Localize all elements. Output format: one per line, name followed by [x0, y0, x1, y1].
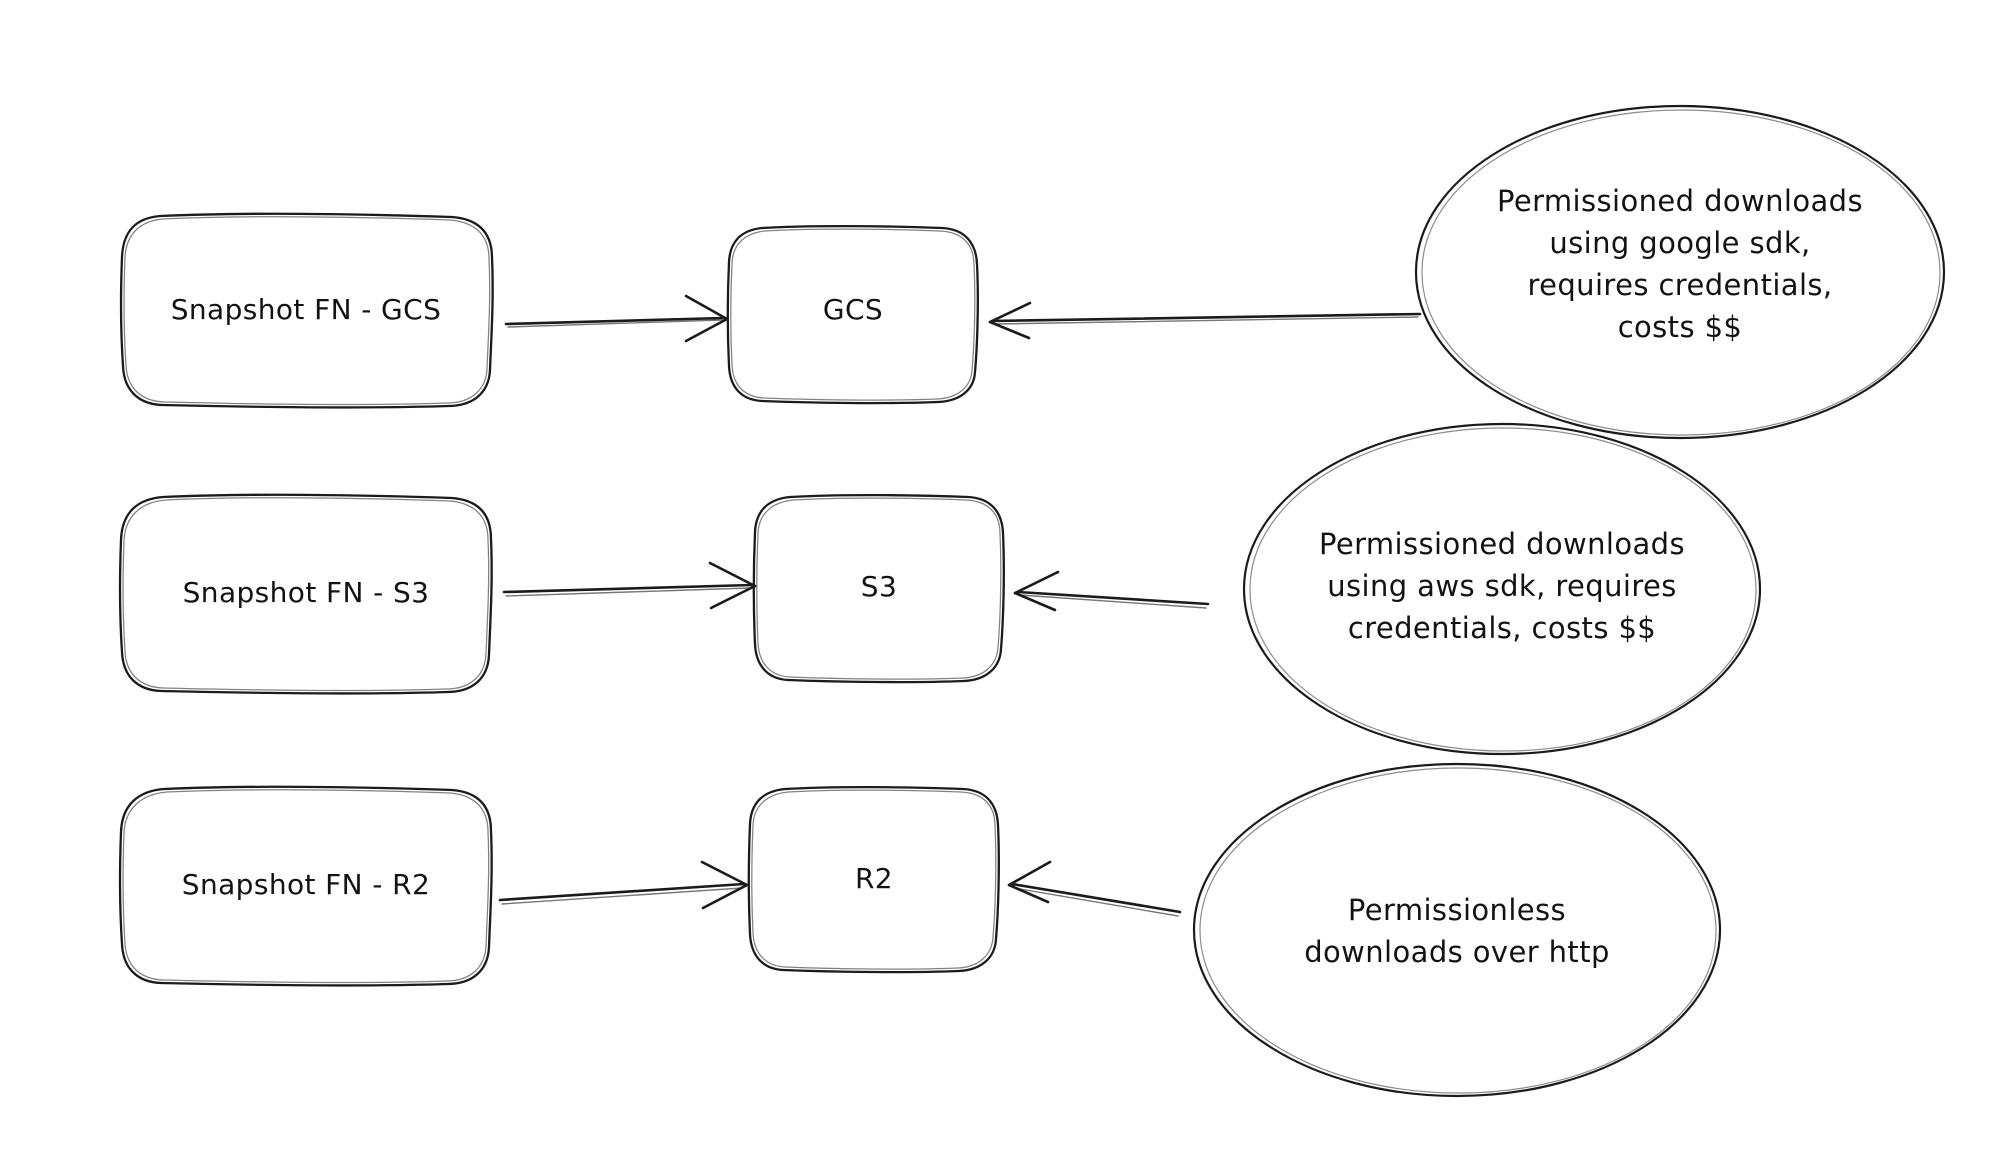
- node-s3[interactable]: S3: [752, 493, 1005, 684]
- node-label: Snapshot FN - GCS: [171, 293, 442, 326]
- row-3: Snapshot FN - R2 R2 Permissionless: [118, 762, 1722, 1098]
- note-line: Permissioned downloads: [1497, 184, 1863, 218]
- row-1: Snapshot FN - GCS GCS Permissioned downl: [119, 104, 1946, 440]
- note-line: requires credentials,: [1527, 268, 1832, 302]
- edge-note-r2: [1007, 860, 1182, 917]
- note-line: using aws sdk, requires: [1327, 569, 1677, 603]
- note-ellipse-r2[interactable]: Permissionless downloads over http: [1192, 762, 1722, 1098]
- note-ellipse-s3[interactable]: Permissioned downloads using aws sdk, re…: [1242, 422, 1762, 756]
- row-2: Snapshot FN - S3 S3 Permissioned downloa: [118, 422, 1762, 756]
- node-label: Snapshot FN - R2: [182, 868, 430, 901]
- edge-snapshot-gcs: [504, 294, 729, 343]
- node-snapshot-fn-gcs[interactable]: Snapshot FN - GCS: [119, 212, 494, 409]
- edge-note-gcs: [988, 301, 1422, 340]
- node-label: R2: [855, 862, 893, 895]
- node-label: GCS: [823, 293, 883, 326]
- note-line: downloads over http: [1304, 935, 1610, 969]
- note-line: credentials, costs $$: [1348, 611, 1656, 645]
- node-gcs[interactable]: GCS: [726, 224, 979, 405]
- node-snapshot-fn-s3[interactable]: Snapshot FN - S3: [118, 493, 493, 695]
- edge-note-s3: [1013, 570, 1210, 612]
- note-line: Permissioned downloads: [1319, 527, 1685, 561]
- node-r2[interactable]: R2: [747, 785, 1000, 974]
- node-label: Snapshot FN - S3: [183, 576, 430, 609]
- note-ellipse-gcs[interactable]: Permissioned downloads using google sdk,…: [1414, 104, 1946, 440]
- edge-snapshot-s3: [502, 561, 757, 610]
- note-line: Permissionless: [1348, 893, 1566, 927]
- edge-snapshot-r2: [498, 860, 749, 910]
- node-snapshot-fn-r2[interactable]: Snapshot FN - R2: [118, 785, 493, 987]
- note-line: costs $$: [1618, 310, 1743, 344]
- node-label: S3: [861, 570, 897, 603]
- note-line: using google sdk,: [1549, 226, 1810, 260]
